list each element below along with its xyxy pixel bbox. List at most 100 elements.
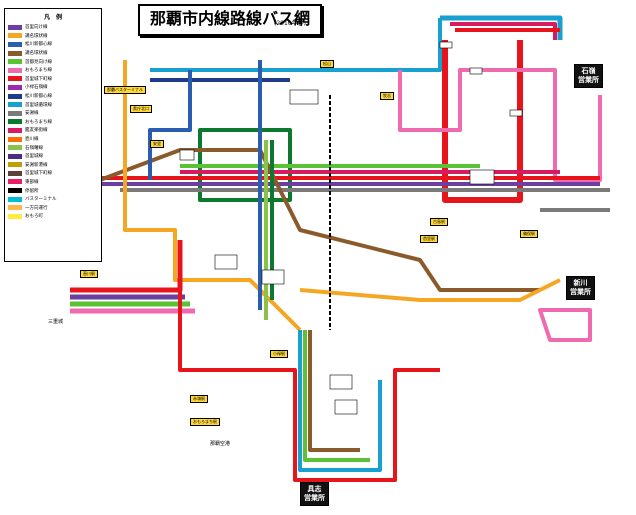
stop-tag: 松山 bbox=[320, 60, 334, 68]
stop-marker[interactable] bbox=[289, 89, 319, 105]
legend-label: 首里城循環線 bbox=[25, 102, 52, 108]
stop-marker[interactable] bbox=[329, 374, 353, 390]
legend-swatch bbox=[8, 93, 22, 99]
legend-swatch bbox=[8, 50, 22, 56]
stop-tag: 小禄駅 bbox=[270, 350, 288, 358]
route-lines bbox=[70, 15, 610, 482]
legend-swatch bbox=[8, 127, 22, 133]
legend-swatch bbox=[8, 136, 22, 142]
stop-tag: 赤嶺駅 bbox=[190, 395, 208, 403]
legend-swatch bbox=[8, 179, 22, 185]
legend-item: 安謝新港線 bbox=[5, 161, 101, 170]
legend-item: 首里城下町線 bbox=[5, 75, 101, 84]
legend-label: 石嶺曙線 bbox=[25, 145, 43, 151]
legend-label: 首都見向け線 bbox=[25, 59, 52, 65]
legend-item: 鑑友楽街線 bbox=[5, 126, 101, 135]
route-cyan-top-loop bbox=[440, 15, 563, 40]
legend-item: 壺川線 bbox=[5, 135, 101, 144]
legend-item: 首都見向け線 bbox=[5, 57, 101, 66]
legend-item: 松川新都心線 bbox=[5, 40, 101, 49]
legend-item: バスターミナル bbox=[5, 195, 101, 204]
depot-ishimine: 石嶺 営業所 bbox=[574, 64, 603, 88]
legend-swatch bbox=[8, 153, 22, 159]
stop-tag: おもろまち駅 bbox=[190, 418, 220, 426]
legend-item: 東部線 bbox=[5, 178, 101, 187]
stop-tag: 古島駅 bbox=[430, 218, 448, 226]
legend-item: おもろまち線 bbox=[5, 118, 101, 127]
legend-rows: 首里向け線識名環状線松川新都心線識名環状線首都見向け線おもろまち線首里城下町線小… bbox=[5, 23, 101, 221]
legend-swatch bbox=[8, 76, 22, 82]
legend-item: 首里城線 bbox=[5, 152, 101, 161]
legend-label: 首里向け線 bbox=[25, 25, 48, 31]
legend-item: 首里城下町線 bbox=[5, 169, 101, 178]
legend-swatch bbox=[8, 102, 22, 108]
stop-marker[interactable] bbox=[509, 109, 523, 117]
route-pink-east bbox=[398, 68, 602, 182]
route-orange-east bbox=[299, 278, 561, 302]
route-south-cyan bbox=[298, 330, 382, 472]
legend-label: 識名環状線 bbox=[25, 33, 48, 39]
stop-marker[interactable] bbox=[469, 67, 483, 75]
stop-marker[interactable] bbox=[469, 169, 495, 185]
route-south-brown bbox=[308, 330, 360, 452]
legend-label: 松川新都心線 bbox=[25, 42, 52, 48]
legend-label: おもろ町 bbox=[25, 214, 43, 220]
stop-marker[interactable] bbox=[214, 254, 238, 270]
route-cyan-main bbox=[150, 18, 442, 72]
legend-swatch bbox=[8, 205, 22, 211]
legend-item: おもろ町 bbox=[5, 212, 101, 221]
route-south-green bbox=[303, 330, 370, 462]
map-title: 那覇市内線路線バス網 bbox=[138, 4, 322, 36]
legend-swatch bbox=[8, 67, 22, 73]
route-red-south bbox=[178, 260, 440, 482]
legend-label: 停留所 bbox=[25, 188, 39, 194]
stop-markers bbox=[179, 41, 523, 415]
legend-label: 一方向運行 bbox=[25, 205, 48, 211]
legend-label: 松川新都心線 bbox=[25, 94, 52, 100]
legend-heading: 凡 例 bbox=[43, 14, 62, 21]
legend-label: おもろまち線 bbox=[25, 68, 52, 74]
legend-label: 小禄石嶺線 bbox=[25, 85, 48, 91]
route-red-top-loop bbox=[442, 40, 523, 203]
stop-tag: 壺川駅 bbox=[80, 270, 98, 278]
stop-marker[interactable] bbox=[439, 41, 453, 49]
legend-label: おもろまち線 bbox=[25, 119, 52, 125]
legend-item: 安謝線 bbox=[5, 109, 101, 118]
legend-swatch bbox=[8, 188, 22, 194]
route-brown bbox=[98, 148, 540, 292]
stop-tag: 儀保駅 bbox=[520, 230, 538, 238]
legend-swatch bbox=[8, 59, 22, 65]
stop-marker[interactable] bbox=[261, 269, 285, 285]
stop-tag: 首里駅 bbox=[420, 235, 438, 243]
legend-item: 停留所 bbox=[5, 186, 101, 195]
depot-shinkawa: 新川 営業所 bbox=[566, 276, 595, 300]
stop-tag: 安里 bbox=[150, 140, 164, 148]
route-east-pink bbox=[538, 308, 592, 342]
legend-item: 一方向運行 bbox=[5, 203, 101, 212]
legend-label: 首里城下町線 bbox=[25, 76, 52, 82]
legend-swatch bbox=[8, 110, 22, 116]
legend-swatch bbox=[8, 119, 22, 125]
legend-item: 石嶺曙線 bbox=[5, 143, 101, 152]
route-blue-tl bbox=[148, 70, 192, 180]
legend-label: 首里城線 bbox=[25, 154, 43, 160]
depot-gushi: 具志 営業所 bbox=[300, 482, 329, 506]
stop-marker[interactable] bbox=[179, 149, 195, 161]
stop-marker[interactable] bbox=[334, 399, 358, 415]
year-note: (2010年春) bbox=[274, 20, 306, 27]
stop-tag: 那覇バスターミナル bbox=[104, 86, 146, 94]
legend-swatch bbox=[8, 213, 22, 219]
stop-tag: 牧志 bbox=[380, 92, 394, 100]
legend-swatch bbox=[8, 24, 22, 30]
legend-item: 首里向け線 bbox=[5, 23, 101, 32]
legend-swatch bbox=[8, 170, 22, 176]
legend-label: 壺川線 bbox=[25, 137, 39, 143]
route-magenta-top bbox=[450, 22, 557, 40]
legend-label: 首里城下町線 bbox=[25, 171, 52, 177]
stop-tag: 県庁北口 bbox=[130, 105, 152, 113]
legend-label: バスターミナル bbox=[25, 197, 57, 203]
legend-item: 識名環状線 bbox=[5, 32, 101, 41]
place-naha-airport: 那覇空港 bbox=[210, 441, 231, 447]
legend-item: 松川新都心線 bbox=[5, 92, 101, 101]
